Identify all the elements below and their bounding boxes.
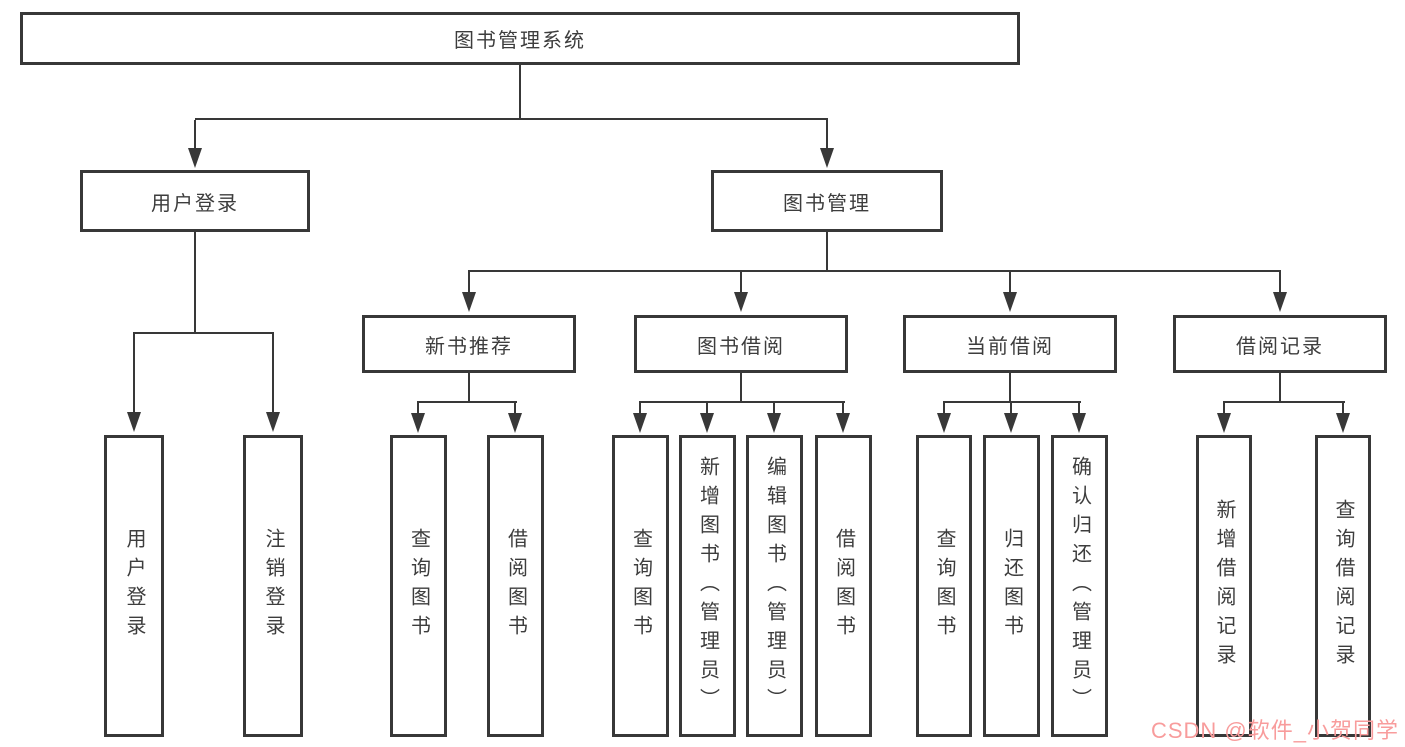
node-borrowing-records: 借阅记录 bbox=[1173, 315, 1387, 373]
arrowhead-login-leaf bbox=[127, 412, 141, 432]
leaf-label: 确认归还（管理员） bbox=[1068, 455, 1091, 717]
node-book-borrowing: 图书借阅 bbox=[634, 315, 848, 373]
connector-drop-book-borrow bbox=[740, 272, 742, 292]
connector-drop bbox=[1223, 403, 1225, 413]
node-user-login: 用户登录 bbox=[80, 170, 310, 232]
connector-drop-new-books bbox=[468, 272, 470, 292]
connector-drop bbox=[706, 403, 708, 413]
node-book-management: 图书管理 bbox=[711, 170, 943, 232]
leaf-label: 新增图书（管理员） bbox=[696, 455, 719, 717]
leaf-query-books-borrow: 查询图书 bbox=[612, 435, 669, 737]
connector-current-borrow-stem bbox=[1009, 373, 1011, 403]
node-current-borrowing: 当前借阅 bbox=[903, 315, 1117, 373]
arrowhead bbox=[633, 413, 647, 433]
leaf-label: 用户登录 bbox=[123, 528, 145, 644]
node-library-management-system: 图书管理系统 bbox=[20, 12, 1020, 65]
leaf-label: 查询图书 bbox=[933, 528, 955, 644]
arrowhead bbox=[1217, 413, 1231, 433]
connector-borrow-records-stem bbox=[1279, 373, 1281, 403]
arrowhead bbox=[700, 413, 714, 433]
connector-drop-borrow-records bbox=[1279, 272, 1281, 292]
leaf-logout: 注销登录 bbox=[243, 435, 303, 737]
connector-new-books-stem bbox=[468, 373, 470, 403]
leaf-user-login: 用户登录 bbox=[104, 435, 164, 737]
connector-user-login-rail bbox=[133, 332, 274, 334]
connector-drop bbox=[1010, 403, 1012, 413]
leaf-query-books-recommend: 查询图书 bbox=[390, 435, 447, 737]
node-label: 图书借阅 bbox=[697, 335, 785, 358]
node-new-book-recommend: 新书推荐 bbox=[362, 315, 576, 373]
connector-book-mgmt-rail bbox=[468, 270, 1281, 272]
connector-drop bbox=[514, 403, 516, 413]
connector-book-borrow-rail bbox=[639, 401, 845, 403]
connector-current-borrow-rail bbox=[943, 401, 1081, 403]
arrowhead-user-login bbox=[188, 148, 202, 168]
arrowhead-book-borrow bbox=[734, 292, 748, 312]
connector-drop-current-borrow bbox=[1009, 272, 1011, 292]
connector-drop bbox=[773, 403, 775, 413]
connector-borrow-records-rail bbox=[1223, 401, 1345, 403]
connector-drop bbox=[639, 403, 641, 413]
arrowhead bbox=[411, 413, 425, 433]
leaf-query-books-current: 查询图书 bbox=[916, 435, 972, 737]
node-label: 用户登录 bbox=[151, 192, 239, 215]
connector-drop-book-mgmt bbox=[826, 120, 828, 148]
connector-root-stem bbox=[519, 65, 521, 120]
arrowhead-current-borrow bbox=[1003, 292, 1017, 312]
leaf-add-books-admin: 新增图书（管理员） bbox=[679, 435, 736, 737]
leaf-label: 借阅图书 bbox=[832, 528, 855, 644]
arrowhead-book-mgmt bbox=[820, 148, 834, 168]
arrowhead-new-books bbox=[462, 292, 476, 312]
connector-drop bbox=[1342, 403, 1344, 413]
leaf-return-books: 归还图书 bbox=[983, 435, 1040, 737]
leaf-label: 注销登录 bbox=[262, 528, 284, 644]
connector-drop bbox=[842, 403, 844, 413]
node-label: 图书管理 bbox=[783, 192, 871, 215]
connector-drop-logout-leaf bbox=[272, 334, 274, 412]
connector-drop bbox=[943, 403, 945, 413]
connector-drop bbox=[1078, 403, 1080, 413]
arrowhead bbox=[937, 413, 951, 433]
leaf-add-borrow-record: 新增借阅记录 bbox=[1196, 435, 1252, 737]
node-label: 新书推荐 bbox=[425, 335, 513, 358]
arrowhead bbox=[508, 413, 522, 433]
arrowhead bbox=[836, 413, 850, 433]
leaf-label: 编辑图书（管理员） bbox=[763, 455, 786, 717]
node-label: 图书管理系统 bbox=[454, 30, 586, 52]
arrowhead-logout-leaf bbox=[266, 412, 280, 432]
csdn-watermark: CSDN @软件_小贺同学 bbox=[1150, 718, 1399, 743]
leaf-label: 查询借阅记录 bbox=[1332, 499, 1354, 673]
leaf-borrow-books-recommend: 借阅图书 bbox=[487, 435, 544, 737]
connector-book-borrow-stem bbox=[740, 373, 742, 403]
connector-book-mgmt-stem bbox=[826, 232, 828, 272]
node-label: 借阅记录 bbox=[1236, 335, 1324, 358]
arrowhead-borrow-records bbox=[1273, 292, 1287, 312]
connector-new-books-rail bbox=[417, 401, 517, 403]
leaf-confirm-return-admin: 确认归还（管理员） bbox=[1051, 435, 1108, 737]
arrowhead bbox=[767, 413, 781, 433]
leaf-label: 查询图书 bbox=[629, 528, 652, 644]
connector-root-rail bbox=[195, 118, 828, 120]
arrowhead bbox=[1004, 413, 1018, 433]
leaf-query-borrow-record: 查询借阅记录 bbox=[1315, 435, 1371, 737]
leaf-label: 新增借阅记录 bbox=[1213, 499, 1235, 673]
connector-drop-user-login bbox=[194, 120, 196, 148]
node-label: 当前借阅 bbox=[966, 335, 1054, 358]
connector-user-login-stem bbox=[194, 232, 196, 334]
leaf-label: 归还图书 bbox=[1000, 528, 1023, 644]
leaf-borrow-books: 借阅图书 bbox=[815, 435, 872, 737]
connector-drop bbox=[417, 403, 419, 413]
arrowhead bbox=[1072, 413, 1086, 433]
leaf-edit-books-admin: 编辑图书（管理员） bbox=[746, 435, 803, 737]
leaf-label: 查询图书 bbox=[407, 528, 430, 644]
leaf-label: 借阅图书 bbox=[504, 528, 527, 644]
connector-drop-login-leaf bbox=[133, 334, 135, 412]
arrowhead bbox=[1336, 413, 1350, 433]
